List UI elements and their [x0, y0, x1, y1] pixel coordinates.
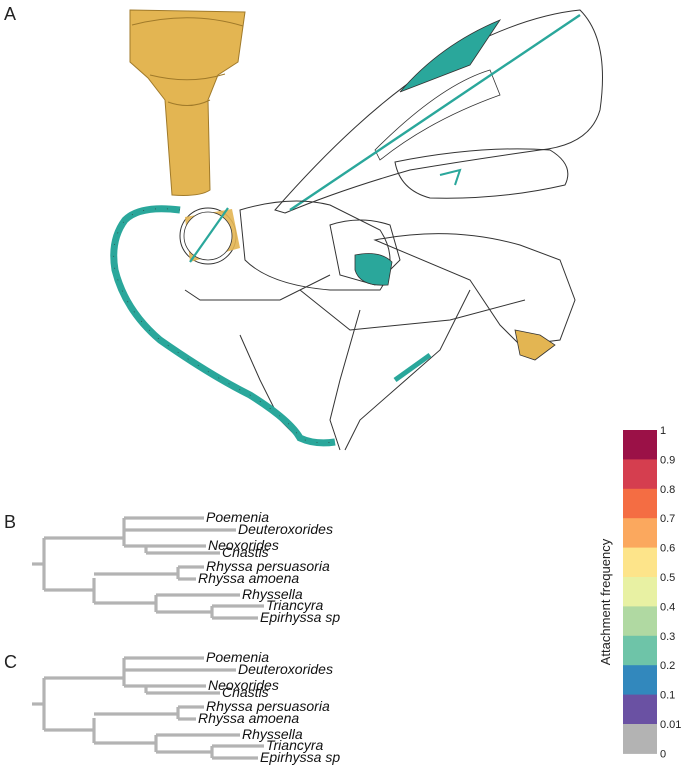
colorbar-swatch	[623, 518, 657, 549]
taxon-label: Cnastis	[222, 544, 269, 560]
colorbar-legend: 1 0.9 0.8 0.7 0.6 0.5 0.4 0.3 0.2 0.1 0.01 0	[623, 425, 681, 760]
taxon-label: Rhyssa amoena	[198, 570, 299, 586]
colorbar-swatch	[623, 488, 657, 519]
colorbar-tick-label: 0.8	[660, 484, 675, 496]
colorbar-tick-label: 0.2	[660, 660, 675, 672]
taxon-label: Neoxorides	[208, 537, 279, 553]
colorbar-tick-label: 0.7	[660, 513, 675, 525]
taxon-label: Rhyssa amoena	[198, 710, 299, 726]
taxon-label: Deuteroxorides	[238, 661, 333, 677]
colorbar-tick-label: 1	[660, 425, 666, 437]
colorbar-tick-label: 0	[660, 748, 666, 760]
panel-a-label: A	[4, 4, 16, 24]
taxon-label: Rhyssa persuasoria	[206, 698, 330, 714]
colorbar-swatch	[623, 577, 657, 607]
colorbar-swatch	[623, 547, 657, 578]
taxon-label: Epirhyssa sp	[260, 749, 340, 765]
taxon-label: Poemenia	[206, 649, 269, 665]
taxon-label: Triancyra	[266, 737, 324, 753]
panel-b-label: B	[4, 512, 16, 532]
taxon-label: Triancyra	[266, 597, 324, 613]
wasp-body-illustration	[179, 200, 576, 451]
colorbar-tick-label: 0.01	[660, 719, 681, 731]
colorbar-swatch	[623, 635, 657, 666]
taxon-label: Rhyssa persuasoria	[206, 558, 330, 574]
colorbar-tick-label: 0.6	[660, 543, 675, 555]
colorbar-swatch	[623, 606, 657, 637]
colorbar-tick-label: 0.1	[660, 690, 675, 702]
taxon-label: Epirhyssa sp	[260, 609, 340, 625]
phylogeny-c: PoemeniaDeuteroxoridesNeoxoridesCnastisR…	[32, 649, 340, 765]
colorbar-swatch	[623, 459, 657, 490]
antenna-illustration	[110, 205, 336, 447]
phylogeny-b: PoemeniaDeuteroxoridesNeoxoridesCnastisR…	[32, 509, 340, 625]
forewing-illustration	[274, 9, 603, 214]
colorbar-swatch	[623, 430, 657, 460]
taxon-label: Deuteroxorides	[238, 521, 333, 537]
taxon-label: Rhyssella	[242, 586, 303, 602]
taxon-label: Rhyssella	[242, 726, 303, 742]
colorbar-title: Attachment frequency	[598, 538, 613, 665]
panel-c-label: C	[4, 652, 17, 672]
head-frontal-illustration	[129, 9, 246, 196]
colorbar-swatch	[623, 694, 657, 725]
colorbar-tick-label: 0.3	[660, 631, 675, 643]
taxon-label: Poemenia	[206, 509, 269, 525]
taxon-label: Cnastis	[222, 684, 269, 700]
colorbar-tick-label: 0.9	[660, 454, 675, 466]
colorbar-tick-label: 0.4	[660, 601, 675, 613]
taxon-label: Neoxorides	[208, 677, 279, 693]
colorbar-swatch	[623, 724, 657, 754]
colorbar-swatch	[623, 665, 657, 696]
colorbar-tick-label: 0.5	[660, 572, 675, 584]
